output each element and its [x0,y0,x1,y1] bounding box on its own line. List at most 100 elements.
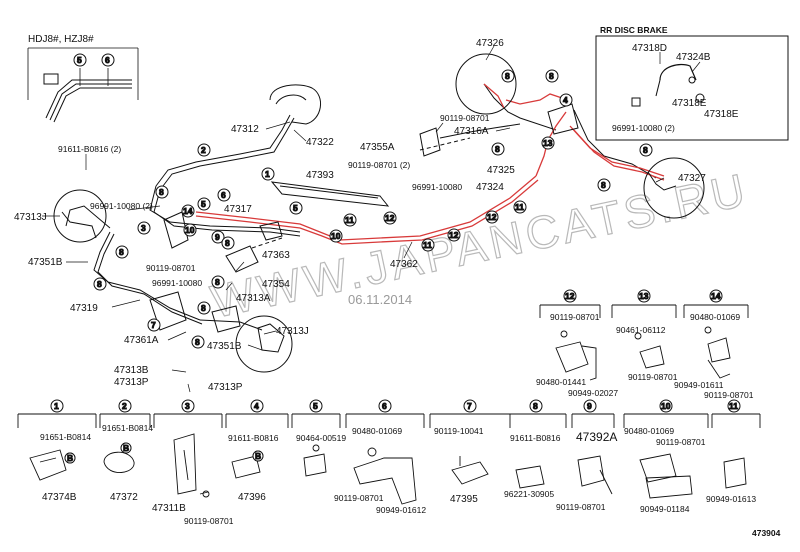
callout-label: 8 [533,401,538,411]
label-47351b-right: 47351B [207,341,242,352]
callout-label: 8 [201,303,206,313]
b9-label-b: 90119-08701 [556,502,606,512]
b1-label-a: 91651-B0814 [40,432,91,442]
label-47354: 47354 [262,279,290,290]
detail-callout-13: 13 [637,289,651,303]
callout-label: 14 [711,291,721,301]
callout-6: 6 [217,188,231,202]
b8-label-a: 91611-B0816 [510,433,561,443]
b6-label-a: 90480-01069 [352,426,402,436]
detail-callout-14: 14 [709,289,723,303]
callout-7: 7 [147,318,161,332]
b4-label-b: 47396 [238,492,266,503]
label-96991-10080-a: 96991-10080 [412,182,462,192]
callout-1: 1 [261,167,275,181]
callout-9: 9 [211,230,225,244]
d13-label-a: 90461-06112 [616,325,666,335]
detail-callout-11: 11 [727,399,741,413]
detail-callouts-lower: 1 2 3 4 5 6 7 8 9 10 11 [50,399,741,413]
callout-8c: 8 [93,277,107,291]
b7-label-b: 47395 [450,494,478,505]
leader-lines [42,45,665,393]
detail-callout-2: 2 [118,399,132,413]
callout-label: 11 [345,215,354,225]
label-47362: 47362 [390,259,418,270]
label-90119-08701-a: 90119-08701 [440,113,490,123]
label-47393: 47393 [306,170,334,181]
callout-5b: 5 [289,201,303,215]
callout-5-inset: 5 [73,53,87,67]
rr-label-47318e-b: 47318E [704,109,739,120]
inset-hdj8: HDJ8#, HZJ8# [27,34,139,123]
b9-label-a: 47392A [576,430,617,444]
callout-label: 8 [549,71,554,81]
main-labels: 47326 47312 47322 47393 47355A 90119-087… [14,38,706,393]
callout-label: 12 [487,212,497,222]
detail-row-lower-frames [17,413,761,505]
d12-label-a: 90119-08701 [550,312,600,322]
callout-12c: 12 [485,210,499,224]
b2-label-b: 47372 [110,492,138,503]
label-47361a: 47361A [124,335,159,346]
b6-label-c: 90949-01612 [376,505,426,515]
callout-label: 7 [467,401,472,411]
callout-12b: 12 [447,228,461,242]
label-47317: 47317 [224,204,252,215]
label-47313a: 47313A [236,293,271,304]
label-47324: 47324 [476,182,504,193]
b10-label-b: 90119-08701 [656,437,706,447]
callouts-main: 5 6 2 1 8 6 5 14 3 10 9 5 8 8 8 8 7 8 8 … [73,53,653,349]
callout-label: 8 [601,180,606,190]
callout-label: 5 [293,203,298,213]
callout-11a: 11 [343,213,357,227]
callout-label: 6 [105,55,110,65]
callout-label: 12 [385,213,395,223]
callout-14: 14 [181,204,195,218]
label-47316a: 47316A [454,126,489,137]
callout-label: 5 [201,199,206,209]
b2-label-a: 91651-B0814 [102,423,153,433]
callout-label: 8 [505,71,510,81]
b3-label-b: 90119-08701 [184,516,234,526]
callout-8k: 8 [639,143,653,157]
b6-label-b: 90119-08701 [334,493,384,503]
label-91611-b0816-2: 91611-B0816 (2) [58,144,121,154]
rr-label-96991-10080-2: 96991-10080 (2) [612,123,675,133]
callout-label: 8 [159,187,164,197]
label-47325: 47325 [487,165,515,176]
drum-top-left [269,84,321,125]
callout-label: 10 [331,231,341,241]
callout-8e: 8 [211,275,225,289]
callout-label: 11 [423,240,432,250]
heat-shield [149,103,579,333]
detail-row-lower-badges: B B B [64,442,264,464]
callout-label: 13 [639,291,649,301]
label-47313p-a: 47313P [114,377,149,388]
date-stamp: 06.11.2014 [348,292,412,307]
label-47313b: 47313B [114,365,149,376]
label-47351b-left: 47351B [28,257,63,268]
callout-label: 4 [254,401,259,411]
callout-label: 9 [587,401,592,411]
callout-2: 2 [197,143,211,157]
callout-label: 12 [449,230,459,240]
callout-label: 7 [151,320,156,330]
callout-label: 9 [215,232,220,242]
label-47313j-right: 47313J [276,326,309,337]
label-96991-10080-b: 96991-10080 [152,278,202,288]
b3-label-a: 47311B [152,503,186,514]
b5-label-a: 90464-00519 [296,433,346,443]
callout-3: 3 [137,221,151,235]
detail-callout-12: 12 [563,289,577,303]
detail-callout-6: 6 [378,399,392,413]
callout-8b: 8 [115,245,129,259]
callout-label: 8 [119,247,124,257]
label-47319: 47319 [70,303,98,314]
callout-8f: 8 [191,335,205,349]
callout-label: 8 [495,144,500,154]
callout-8g: 8 [197,301,211,315]
callout-label: 6 [382,401,387,411]
callout-11c: 11 [513,200,527,214]
label-47312: 47312 [231,124,259,135]
label-90119-08701-2: 90119-08701 (2) [348,160,410,170]
